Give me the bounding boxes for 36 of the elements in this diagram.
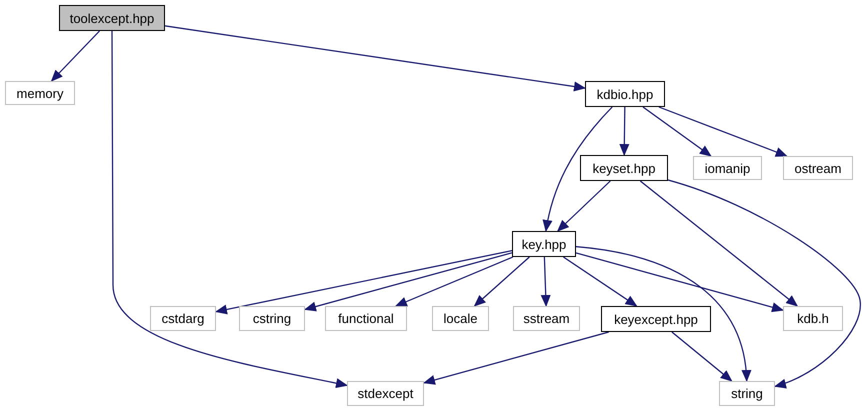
header-box: memory [5,81,75,105]
arrow [576,252,784,312]
arrow [619,107,630,156]
header-box: sstream [513,306,580,331]
arrow [672,332,732,382]
arrow [423,331,609,385]
file-box: keyexcept.hpp [601,306,711,332]
file-box: key.hpp [512,231,576,257]
arrow [474,256,530,307]
arrow [394,256,514,307]
header-box: iomanip [693,156,762,180]
arrow [563,256,638,307]
arrow [50,30,100,82]
arrow [542,106,613,232]
header-box: cstring [239,306,305,331]
arrow [556,180,611,232]
arrow [668,179,861,388]
header-box: ostream [783,156,853,180]
arrow [540,256,551,307]
header-box: functional [325,306,407,331]
header-box: stdexcept [347,381,424,406]
arrow [111,31,348,388]
arrow [215,250,512,314]
arrow [640,180,798,307]
header-box: string [719,381,775,406]
header-box: kdb.h [783,306,843,331]
header-box: cstdarg [150,306,216,331]
header-box: locale [432,306,489,331]
file-box: kdbio.hpp [585,81,665,107]
arrow [658,106,788,157]
arrow [304,252,512,312]
arrow [164,25,586,92]
file-box: toolexcept.hpp [59,5,165,31]
file-box: keyset.hpp [580,155,668,181]
arrow [642,106,712,157]
arrow [576,246,751,382]
